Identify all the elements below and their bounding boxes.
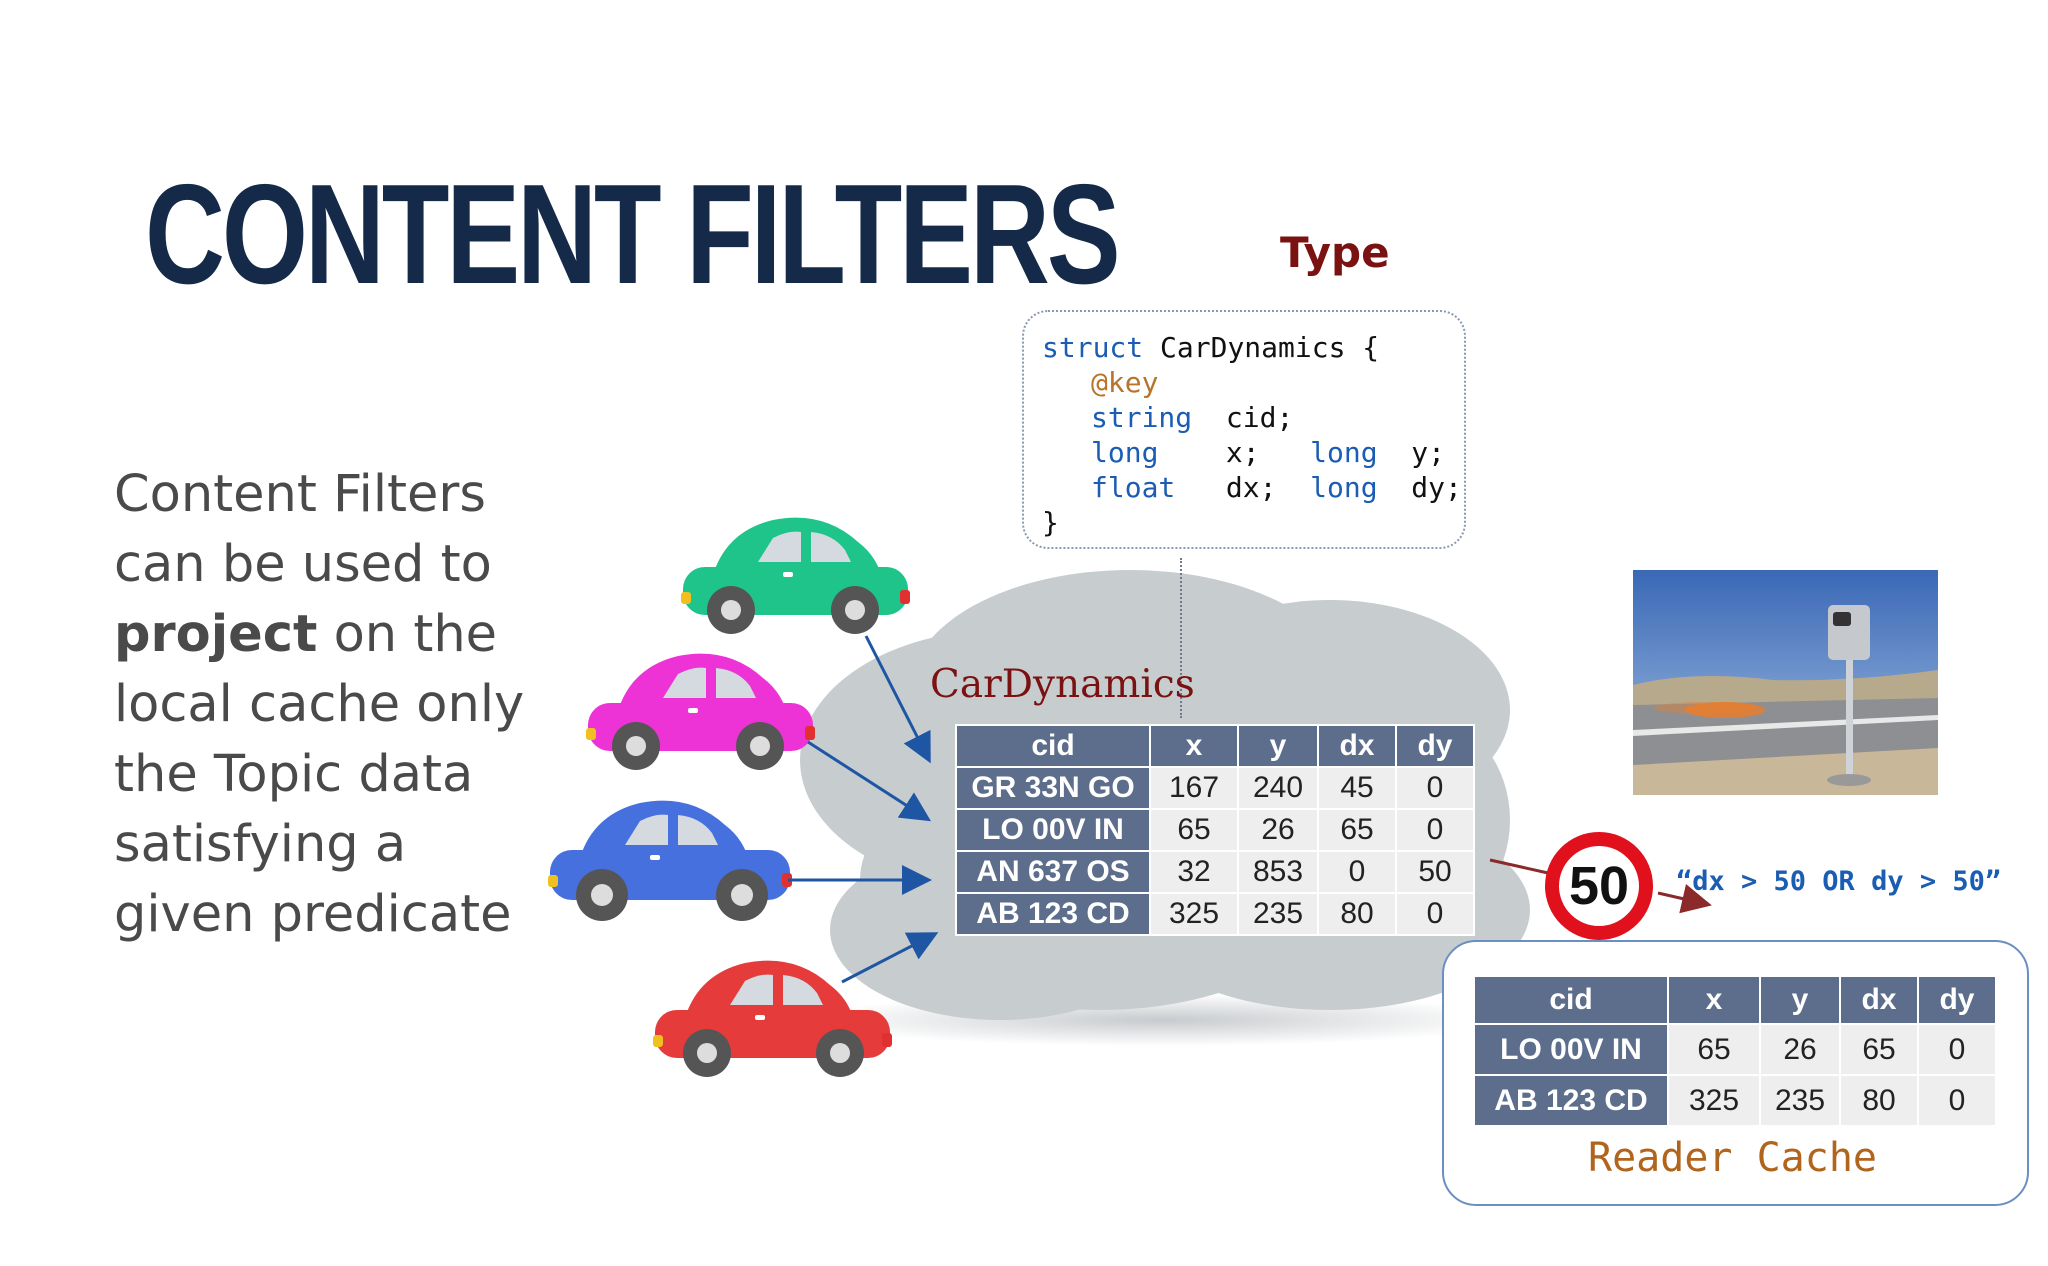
table-cell: LO 00V IN [955, 808, 1151, 852]
table-cell: 325 [1667, 1074, 1761, 1127]
column-header: dx [1317, 724, 1397, 768]
column-header: y [1759, 975, 1841, 1025]
table-row: AB 123 CD 325 235 80 0 [1473, 1074, 1997, 1127]
table-cell: 235 [1759, 1074, 1841, 1127]
body-line: given predicate [114, 885, 512, 944]
table-cell: 0 [1317, 850, 1397, 894]
column-header: dy [1917, 975, 1997, 1025]
table-cell: 853 [1237, 850, 1319, 894]
code-line: long x; long y; [1091, 436, 1446, 469]
table-header-row: cid x y dx dy [955, 724, 1475, 768]
body-line: satisfying a [114, 815, 407, 874]
column-header: x [1149, 724, 1239, 768]
code-annotation: @key [1091, 366, 1159, 399]
table-cell: 325 [1149, 892, 1239, 936]
table-row: AN 637 OS 32 853 0 50 [955, 850, 1475, 894]
speed-camera-image [1633, 570, 1938, 795]
table-row: GR 33N GO 167 240 45 0 [955, 766, 1475, 810]
table-cell: AB 123 CD [955, 892, 1151, 936]
table-cell: LO 00V IN [1473, 1023, 1669, 1076]
table-cell: 26 [1759, 1023, 1841, 1076]
table-cell: 65 [1667, 1023, 1761, 1076]
filter-arrow [1489, 858, 1549, 875]
speed-camera-photo [1633, 570, 1938, 795]
car-icon [653, 960, 892, 1077]
slide-body-text: Content Filters can be used to project o… [114, 460, 584, 950]
column-header: dy [1395, 724, 1475, 768]
code-line: struct CarDynamics { [1042, 331, 1380, 364]
table-cell: 65 [1317, 808, 1397, 852]
topic-table: cid x y dx dy GR 33N GO 167 240 45 0 LO … [955, 724, 1475, 936]
table-row: LO 00V IN 65 26 65 0 [1473, 1023, 1997, 1076]
filter-predicate: “dx > 50 OR dy > 50” [1676, 866, 2002, 897]
car-icon [586, 653, 815, 770]
body-emphasis: project [114, 605, 318, 664]
table-row: LO 00V IN 65 26 65 0 [955, 808, 1475, 852]
table-cell: 50 [1395, 850, 1475, 894]
table-cell: 0 [1395, 892, 1475, 936]
column-header: cid [955, 724, 1151, 768]
type-label: Type [1280, 228, 1390, 277]
body-line: Content Filters [114, 465, 486, 524]
body-line: can be used to [114, 535, 492, 594]
car-icon [548, 800, 792, 921]
table-cell: 240 [1237, 766, 1319, 810]
table-row: AB 123 CD 325 235 80 0 [955, 892, 1475, 936]
code-line: string cid; [1091, 401, 1294, 434]
reader-cache-label: Reader Cache [1588, 1135, 1877, 1181]
reader-cache-table: cid x y dx dy LO 00V IN 65 26 65 0 AB 12… [1473, 975, 1997, 1127]
table-cell: 0 [1395, 808, 1475, 852]
table-cell: 32 [1149, 850, 1239, 894]
table-cell: 26 [1237, 808, 1319, 852]
table-cell: GR 33N GO [955, 766, 1151, 810]
column-header: cid [1473, 975, 1669, 1025]
body-line: the Topic data [114, 745, 474, 804]
write-arrow [864, 635, 931, 764]
column-header: y [1237, 724, 1319, 768]
car-icon [681, 517, 910, 634]
table-cell: 65 [1149, 808, 1239, 852]
table-cell: 0 [1917, 1023, 1997, 1076]
table-cell: 80 [1317, 892, 1397, 936]
table-cell: AB 123 CD [1473, 1074, 1669, 1127]
column-header: x [1667, 975, 1761, 1025]
speed-limit-value: 50 [1568, 856, 1630, 916]
type-definition-box: struct CarDynamics { @key string cid; lo… [1022, 310, 1466, 549]
table-cell: 0 [1395, 766, 1475, 810]
code-line: } [1042, 506, 1059, 539]
table-cell: AN 637 OS [955, 850, 1151, 894]
table-cell: 80 [1839, 1074, 1919, 1127]
body-line: local cache only [114, 675, 525, 734]
table-cell: 235 [1237, 892, 1319, 936]
column-header: dx [1839, 975, 1919, 1025]
body-line-rest: on the [317, 605, 498, 664]
table-header-row: cid x y dx dy [1473, 975, 1997, 1025]
topic-label: CarDynamics [930, 662, 1195, 707]
table-cell: 45 [1317, 766, 1397, 810]
body-line: project on the [114, 600, 584, 670]
table-cell: 167 [1149, 766, 1239, 810]
write-arrow [841, 932, 939, 984]
write-arrow [807, 740, 932, 822]
speed-limit-sign-icon [1545, 832, 1653, 940]
code-line: float dx; long dy; [1091, 471, 1462, 504]
table-cell: 65 [1839, 1023, 1919, 1076]
table-cell: 0 [1917, 1074, 1997, 1127]
filter-arrow [1657, 884, 1712, 914]
type-connector [1180, 558, 1182, 718]
slide-title: CONTENT FILTERS [145, 155, 1121, 314]
